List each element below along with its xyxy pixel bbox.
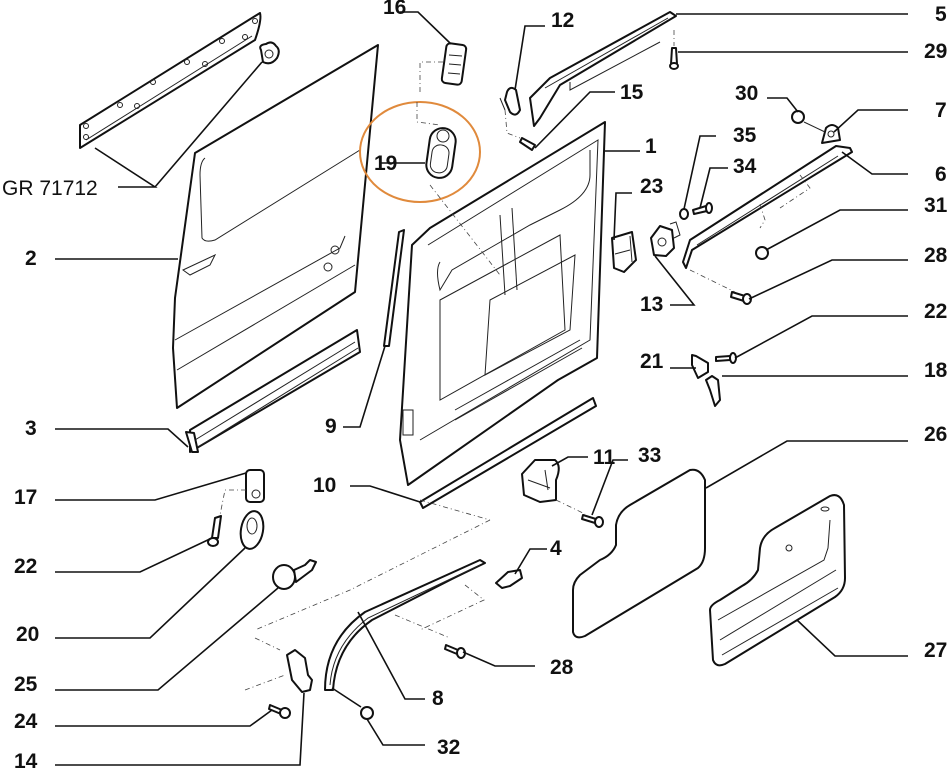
assembly-line xyxy=(219,489,246,516)
assembly-line xyxy=(254,499,491,631)
label-part-35[interactable]: 35 xyxy=(733,124,757,147)
part-trim-strip-gr71712[interactable] xyxy=(79,12,262,149)
label-part-32[interactable]: 32 xyxy=(437,736,460,759)
label-part-26[interactable]: 26 xyxy=(924,423,947,446)
label-part-30[interactable]: 30 xyxy=(735,82,758,105)
assembly-line xyxy=(555,499,586,515)
part-9-vertical-seal[interactable] xyxy=(383,229,405,347)
part-2-outer-door-panel[interactable] xyxy=(172,44,379,409)
part-17-striker-cover[interactable] xyxy=(245,469,265,503)
part-33-screw[interactable] xyxy=(581,514,604,528)
label-part-6[interactable]: 6 xyxy=(935,163,947,186)
part-4-clip[interactable] xyxy=(495,569,523,589)
label-part-18[interactable]: 18 xyxy=(924,359,948,382)
label-part-5[interactable]: 5 xyxy=(935,3,947,26)
label-part-34[interactable]: 34 xyxy=(733,155,757,178)
part-26-insulation-pad[interactable] xyxy=(572,468,706,639)
part-18-lever[interactable] xyxy=(705,375,721,407)
label-part-10[interactable]: 10 xyxy=(313,474,336,497)
part-29-screw[interactable] xyxy=(669,47,679,70)
label-part-33[interactable]: 33 xyxy=(638,444,661,467)
part-24-screw[interactable] xyxy=(268,704,291,719)
label-part-16[interactable]: 16 xyxy=(383,0,406,19)
label-part-9[interactable]: 9 xyxy=(325,415,337,438)
part-5-upper-rail[interactable] xyxy=(529,11,677,127)
label-part-19[interactable]: 19 xyxy=(374,152,397,175)
assembly-line xyxy=(504,109,521,139)
label-part-13[interactable]: 13 xyxy=(640,293,663,316)
label-part-11[interactable]: 11 xyxy=(593,446,616,469)
part-22-screw-left[interactable] xyxy=(207,515,222,547)
part-14-hinge-bracket[interactable] xyxy=(286,649,313,693)
part-6-guide-bar[interactable] xyxy=(682,145,853,269)
part-12-bracket[interactable] xyxy=(499,86,521,116)
label-part-21[interactable]: 21 xyxy=(640,350,664,373)
label-part-20[interactable]: 20 xyxy=(16,623,39,646)
part-35-washer[interactable] xyxy=(679,208,689,220)
part-8-lower-arc-rail[interactable] xyxy=(324,559,486,691)
part-30-nut[interactable] xyxy=(791,110,805,124)
part-trim-clip-gr71712[interactable] xyxy=(259,41,280,65)
part-31-nut[interactable] xyxy=(755,246,769,260)
label-part-15[interactable]: 15 xyxy=(620,81,644,104)
label-part-31[interactable]: 31 xyxy=(924,194,948,217)
label-part-28-upper[interactable]: 28 xyxy=(924,244,948,267)
label-part-22-left[interactable]: 22 xyxy=(14,555,37,578)
label-part-1[interactable]: 1 xyxy=(645,135,657,158)
part-28-screw-lower[interactable] xyxy=(444,644,466,659)
label-part-23[interactable]: 23 xyxy=(640,175,663,198)
assembly-line xyxy=(803,121,826,133)
part-22-screw-right[interactable] xyxy=(715,352,737,364)
assembly-line xyxy=(394,584,485,639)
label-part-3[interactable]: 3 xyxy=(25,417,37,440)
assembly-line xyxy=(759,174,811,229)
label-part-17[interactable]: 17 xyxy=(14,486,37,509)
label-part-14[interactable]: 14 xyxy=(14,750,38,768)
label-part-28-lower[interactable]: 28 xyxy=(550,656,574,679)
part-23-cover[interactable] xyxy=(611,231,637,273)
part-21-catch[interactable] xyxy=(691,354,709,379)
part-3-sill-trim[interactable] xyxy=(185,329,361,453)
part-19-cover[interactable] xyxy=(359,101,481,203)
highlight-circle xyxy=(359,101,481,203)
label-part-2[interactable]: 2 xyxy=(25,247,37,270)
label-part-24[interactable]: 24 xyxy=(14,710,38,733)
part-11-bumper[interactable] xyxy=(521,459,560,503)
part-32-nut[interactable] xyxy=(360,706,374,720)
part-15-pin[interactable] xyxy=(519,137,536,151)
part-34-screw[interactable] xyxy=(692,202,713,215)
label-part-22-right[interactable]: 22 xyxy=(924,300,947,323)
part-27-door-trim-panel[interactable] xyxy=(709,494,846,667)
label-part-8[interactable]: 8 xyxy=(432,687,444,710)
part-16-handle-cover[interactable] xyxy=(440,42,468,86)
label-part-12[interactable]: 12 xyxy=(551,9,574,32)
assembly-line xyxy=(689,269,736,293)
part-20-grommet[interactable] xyxy=(238,509,266,550)
part-10-lower-rail-strip[interactable] xyxy=(419,397,597,509)
label-part-27[interactable]: 27 xyxy=(924,639,947,662)
leader-lines xyxy=(55,11,908,766)
group-reference-label: GR 71712 xyxy=(2,177,98,200)
assembly-line xyxy=(244,637,286,691)
label-part-25[interactable]: 25 xyxy=(14,673,38,696)
part-25-buffer[interactable] xyxy=(272,559,317,590)
label-part-29[interactable]: 29 xyxy=(924,40,947,63)
label-part-4[interactable]: 4 xyxy=(550,537,562,560)
assembly-line xyxy=(416,102,441,126)
part-7-bracket[interactable] xyxy=(821,124,841,144)
part-1-inner-door-frame[interactable] xyxy=(399,121,606,486)
label-part-7[interactable]: 7 xyxy=(935,99,947,122)
part-28-screw-upper[interactable] xyxy=(730,291,752,305)
part-13-lock[interactable] xyxy=(650,221,681,257)
